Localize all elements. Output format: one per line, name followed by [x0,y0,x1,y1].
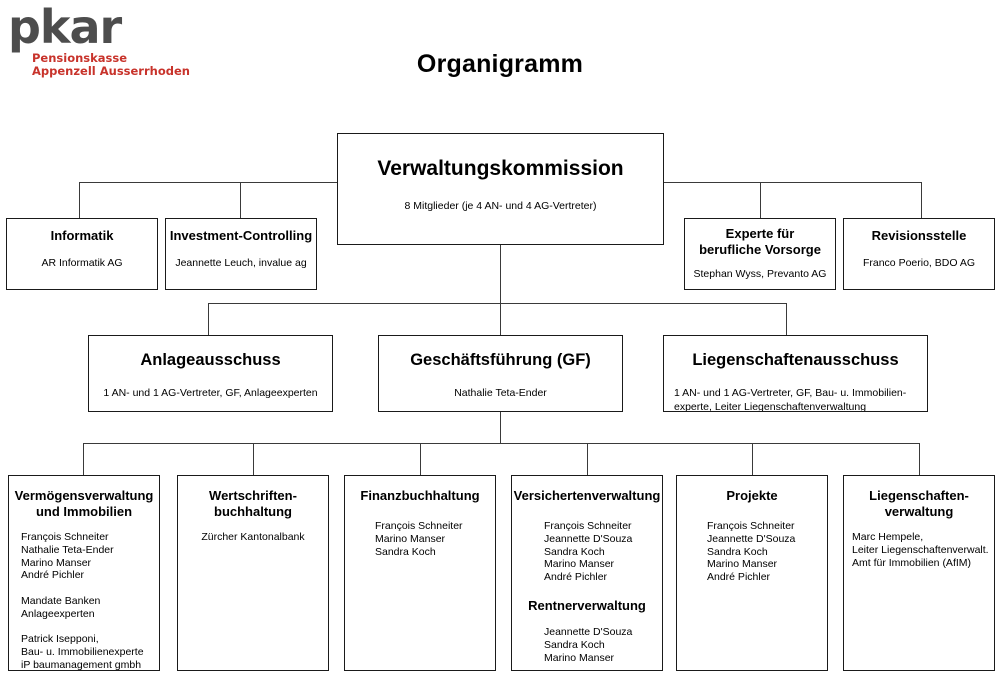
connector-line-h-right-staff [663,182,922,183]
node-title: Liegenschaftenausschuss [692,351,899,369]
pkar-logo: pkar Pensionskasse Appenzell Ausserrhode… [8,4,208,82]
connector-line-v-gf-to-departments [500,412,501,444]
node-liegenschaftenausschuss[interactable]: Liegenschaftenausschuss 1 AN- und 1 AG-V… [663,335,928,412]
connector-line-v-investment-controlling [240,182,241,218]
node-title: Experte für berufliche Vorsorge [699,226,821,257]
node-title: Wertschriften- buchhaltung [209,488,297,519]
node-verwaltungskommission[interactable]: Verwaltungskommission 8 Mitglieder (je 4… [337,133,664,245]
connector-line-v-experte [760,182,761,218]
node-body: AR Informatik AG [41,257,123,269]
node-versichertenverwaltung[interactable]: Versichertenverwaltung François Schneite… [511,475,663,671]
node-body-secondary: Jeannette D'Souza Sandra Koch Marino Man… [544,625,633,664]
connector-line-v-vk-to-committees [500,245,501,304]
logo-wordmark: pkar [8,0,122,54]
connector-line-v-finanzbuchhaltung [420,443,421,475]
node-title: Vermögensverwaltung und Immobilien [14,488,154,519]
node-revisionsstelle[interactable]: Revisionsstelle Franco Poerio, BDO AG [843,218,995,290]
node-body: François Schneiter Jeannette D'Souza San… [544,520,633,584]
node-body: François Schneiter Marino Manser Sandra … [375,520,463,558]
logo-subtitle: Pensionskasse Appenzell Ausserrhoden [32,51,190,78]
connector-line-h-committees [208,303,786,304]
connector-line-v-projekte [752,443,753,475]
node-body: 1 AN- und 1 AG-Vertreter, GF, Bau- u. Im… [674,387,907,412]
node-informatik[interactable]: Informatik AR Informatik AG [6,218,158,290]
node-body: Franco Poerio, BDO AG [862,257,976,269]
node-body: 8 Mitglieder (je 4 AN- und 4 AG-Vertrete… [404,200,597,212]
node-title: Revisionsstelle [871,228,967,243]
node-title: Verwaltungskommission [377,157,624,180]
connector-line-v-liegenschaftenausschuss [786,303,787,335]
connector-line-v-versichertenverwaltung [587,443,588,475]
node-experte-berufliche-vorsorge[interactable]: Experte für berufliche Vorsorge Stephan … [684,218,836,290]
node-anlageausschuss[interactable]: Anlageausschuss 1 AN- und 1 AG-Vertreter… [88,335,333,412]
node-body: Marc Hempele, Leiter Liegenschaftenverwa… [852,531,989,569]
connector-line-h-left-staff [79,182,338,183]
connector-line-v-geschaeftsfuehrung [500,303,501,335]
node-body: Jeannette Leuch, invalue ag [175,257,307,269]
node-title: Investment-Controlling [169,228,313,243]
node-vermoegensverwaltung-immobilien[interactable]: Vermögensverwaltung und Immobilien Franç… [8,475,160,671]
node-body: Nathalie Teta-Ender [454,387,547,399]
node-body: Stephan Wyss, Prevanto AG [693,268,827,280]
node-title: Versichertenverwaltung [513,488,661,503]
connector-line-v-anlageausschuss [208,303,209,335]
connector-line-v-revisionsstelle [921,182,922,218]
connector-line-v-vermoegensverwaltung [83,443,84,475]
page-title: Organigramm [416,50,584,78]
connector-line-v-wertschriftenbuchhaltung [253,443,254,475]
node-investment-controlling[interactable]: Investment-Controlling Jeannette Leuch, … [165,218,317,290]
connector-line-v-liegenschaftenverwaltung [919,443,920,475]
node-wertschriftenbuchhaltung[interactable]: Wertschriften- buchhaltung Zürcher Kanto… [177,475,329,671]
connector-line-h-departments [83,443,919,444]
node-title: Finanzbuchhaltung [360,488,480,503]
node-title: Liegenschaften- verwaltung [869,488,969,519]
connector-line-v-informatik [79,182,80,218]
node-body: François Schneiter Nathalie Teta-Ender M… [21,531,144,671]
node-title: Projekte [726,488,778,503]
node-geschaeftsfuehrung[interactable]: Geschäftsführung (GF) Nathalie Teta-Ende… [378,335,623,412]
node-subtitle: Rentnerverwaltung [528,597,646,613]
node-body: François Schneiter Jeannette D'Souza San… [707,520,796,584]
node-finanzbuchhaltung[interactable]: Finanzbuchhaltung François Schneiter Mar… [344,475,496,671]
node-body: 1 AN- und 1 AG-Vertreter, GF, Anlageexpe… [103,387,318,399]
node-title: Geschäftsführung (GF) [410,351,591,369]
node-title: Anlageausschuss [140,351,281,369]
node-liegenschaftenverwaltung[interactable]: Liegenschaften- verwaltung Marc Hempele,… [843,475,995,671]
node-title: Informatik [50,228,114,243]
node-body: Zürcher Kantonalbank [201,531,305,543]
node-projekte[interactable]: Projekte François Schneiter Jeannette D'… [676,475,828,671]
